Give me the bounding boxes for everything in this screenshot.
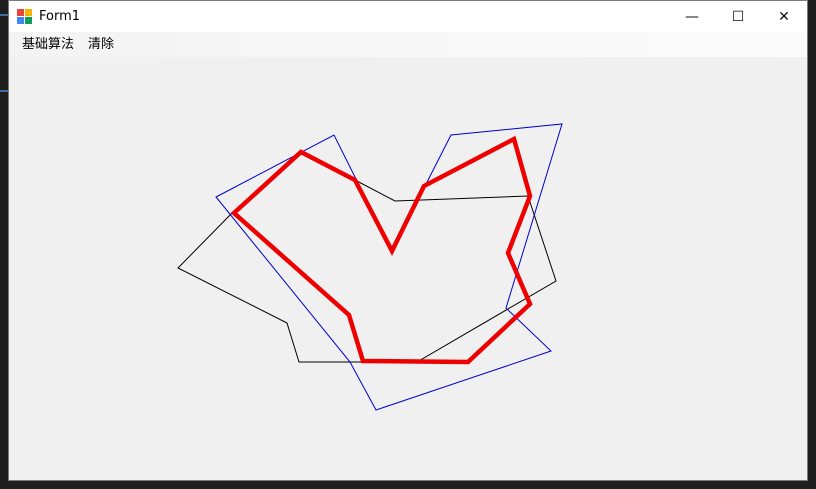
drawing-canvas[interactable]	[9, 57, 807, 480]
menu-item-basic-algorithm[interactable]: 基础算法	[22, 36, 75, 52]
form-window: Form1 — ☐ ✕ 基础算法 清除	[8, 0, 808, 481]
menu-item-clear[interactable]: 清除	[88, 36, 115, 52]
minimize-button[interactable]: —	[669, 1, 715, 32]
window-title: Form1	[39, 9, 81, 24]
close-icon: ✕	[778, 8, 790, 25]
maximize-icon: ☐	[731, 8, 745, 25]
caption-buttons: — ☐ ✕	[669, 1, 807, 32]
editor-line-marker	[0, 90, 8, 92]
maximize-button[interactable]: ☐	[715, 1, 761, 32]
minimize-icon: —	[685, 8, 699, 25]
background-editor-strip	[0, 0, 8, 489]
close-button[interactable]: ✕	[761, 1, 807, 32]
title-bar[interactable]: Form1 — ☐ ✕	[9, 1, 807, 32]
menu-bar: 基础算法 清除	[9, 32, 807, 57]
polygon-b	[215, 123, 563, 411]
editor-line-marker	[0, 14, 8, 16]
app-icon[interactable]	[17, 8, 33, 25]
clip-result-polygon	[230, 135, 533, 365]
